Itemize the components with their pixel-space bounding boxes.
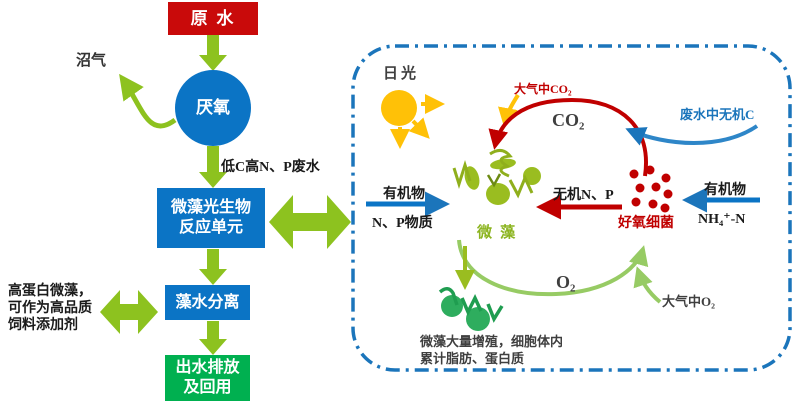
protein-note-line2: 可作为高品质 (8, 301, 92, 316)
arrow-separation-to-effluent (199, 321, 227, 355)
aerobic-bacteria-label: 好氧细菌 (618, 216, 674, 231)
co2-label: CO₂ (552, 110, 585, 130)
raw-water-label: 原 水 (190, 8, 236, 28)
arrow-atmospheric-o2 (633, 266, 662, 304)
arrow-pbr-cycle-double (269, 195, 351, 249)
arrow-pbr-to-separation (199, 249, 227, 285)
atmospheric-co2-label: 大气中CO₂ (514, 82, 572, 96)
arrow-separation-protein-double (100, 290, 158, 334)
photobioreactor-box: 微藻光生物 反应单元 (157, 188, 265, 248)
microalgae-label: 微 藻 (477, 224, 518, 241)
atmospheric-o2-label: 大气中O₂ (662, 294, 716, 309)
anaerobic-label: 厌氧 (196, 98, 230, 118)
raw-water-box: 原 水 (168, 2, 258, 35)
inorganic-np-label: 无机N、P (553, 188, 614, 203)
np-substances-label: N、P物质 (372, 216, 433, 231)
growth-note: 微藻大量增殖，细胞体内 累计脂肪、蛋白质 (420, 333, 563, 367)
effluent-label-line2: 及回用 (183, 379, 232, 396)
anaerobic-circle: 厌氧 (175, 70, 251, 146)
arrow-anaerobic-to-pbr (199, 146, 227, 188)
biomass-clump-doodle (438, 287, 504, 331)
effluent-label-line1: 出水排放 (175, 359, 240, 376)
microalgae-doodle (452, 149, 541, 205)
biogas-label: 沼气 (76, 52, 107, 69)
bacteria-dots (629, 165, 673, 213)
arrow-wastewater-inorganic-c (625, 124, 759, 146)
separation-label: 藻水分离 (175, 293, 240, 311)
growth-note-line2: 累计脂肪、蛋白质 (420, 351, 525, 366)
organics-right-label: 有机物 (704, 183, 746, 198)
cycle-dashed-border (351, 44, 792, 372)
photobioreactor-label-line1: 微藻光生物 (170, 199, 251, 216)
sunlight-label: 日光 (383, 65, 420, 82)
photobioreactor-label-line2: 反应单元 (178, 219, 243, 236)
effluent-box: 出水排放 及回用 (165, 355, 250, 401)
protein-note-line1: 高蛋白微藻， (8, 284, 92, 299)
wastewater-inorganic-c-label: 废水中无机C (680, 107, 755, 122)
sun-icon (381, 90, 445, 149)
low-c-high-np-label: 低C高N、P废水 (221, 160, 320, 175)
organics-left-label: 有机物 (383, 187, 425, 202)
arrow-biogas (119, 73, 177, 129)
protein-note-line3: 饲料添加剂 (8, 318, 78, 333)
protein-note: 高蛋白微藻， 可作为高品质 饲料添加剂 (8, 283, 92, 334)
arrow-o2-arc (457, 239, 649, 297)
arrow-rawwater-to-anaerobic (199, 35, 227, 71)
nh4-n-label: NH₄⁺-N (698, 212, 746, 227)
separation-box: 藻水分离 (165, 285, 250, 320)
growth-note-line1: 微藻大量增殖，细胞体内 (420, 334, 564, 349)
o2-label: O₂ (556, 272, 576, 292)
